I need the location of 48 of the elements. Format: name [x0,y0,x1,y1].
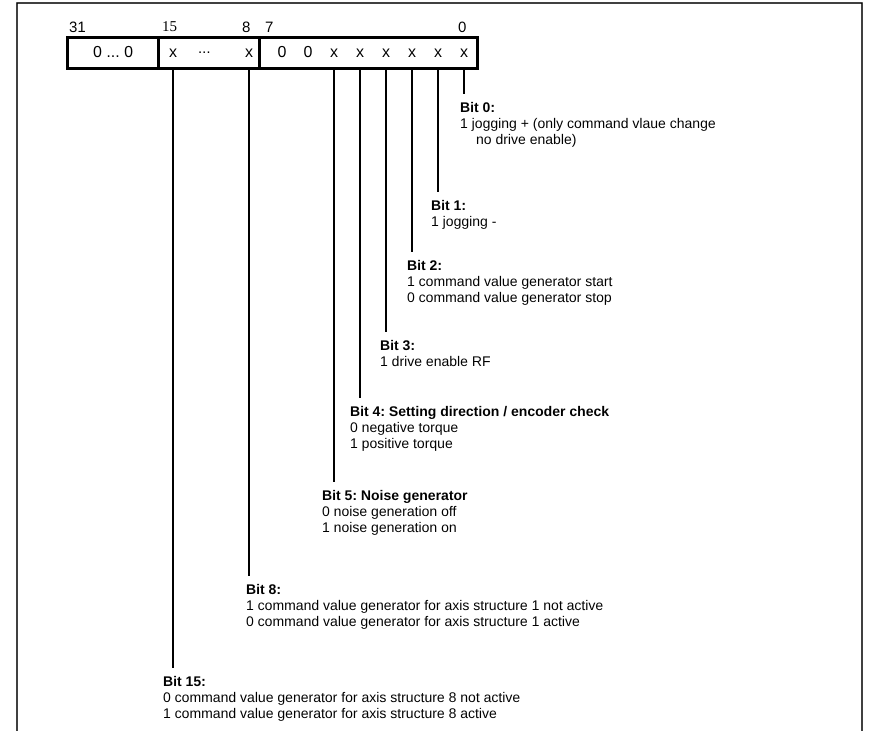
bit-value: x [325,39,343,67]
bit-number: 8 [242,19,250,36]
leader-line [359,70,361,398]
register-field [258,36,479,70]
bit-description: 0 command value generator for axis structure 1 active [246,613,581,629]
bit-heading: Bit 5: Noise generator [322,487,468,503]
bit-description: 1 positive torque [350,435,454,451]
bit-value: 0 [273,39,291,67]
register-field [157,36,261,70]
bit-value: 0 [299,39,317,67]
bit-description: 0 command value generator stop [407,289,612,305]
bit-description: 1 command value generator for axis structure 8 active [163,705,498,721]
bit-heading: Bit 0: [460,99,496,115]
bit-description: 0 noise generation off [322,503,458,519]
register-field: 0 ... 0 [66,36,160,70]
bit-description: 0 negative torque [350,419,460,435]
bit-description: 1 jogging + (only command vlaue change no drive enable) [460,115,717,147]
bit-heading: Bit 8: [246,581,282,597]
ellipsis-text: ... [198,40,211,57]
bit-heading: Bit 1: [431,197,467,213]
bit-heading: Bit 4: Setting direction / encoder check [350,403,610,419]
bit-value: x [403,39,421,67]
bit-description: 1 drive enable RF [380,353,491,369]
leader-line [437,70,439,192]
bit-value: x [455,39,473,67]
bit-description: 0 command value generator for axis structure 8 not active [163,689,520,705]
bit-heading: Bit 3: [380,337,416,353]
leader-line [385,70,387,332]
bit-number: 31 [69,19,86,36]
bit-value: x [351,39,369,67]
bit-value: x [240,39,258,67]
leader-line [333,70,335,482]
bit-value: x [377,39,395,67]
bit-value: x [429,39,447,67]
bit-description: 1 noise generation on [322,519,458,535]
leader-line [463,70,465,94]
bit-description: 1 jogging - [431,213,496,229]
bit-value: x [164,39,182,67]
bit-heading: Bit 2: [407,257,443,273]
bit-number: 15 [162,19,177,36]
bit-number: 7 [265,19,274,36]
leader-line [248,70,250,576]
bit-number: 0 [458,19,466,36]
bit-description: 1 command value generator for axis structure 1 not active [246,597,604,613]
bit-description: 1 command value generator start [407,273,612,289]
leader-line [411,70,413,252]
leader-line [172,70,174,668]
bit-heading: Bit 15: [163,673,207,689]
